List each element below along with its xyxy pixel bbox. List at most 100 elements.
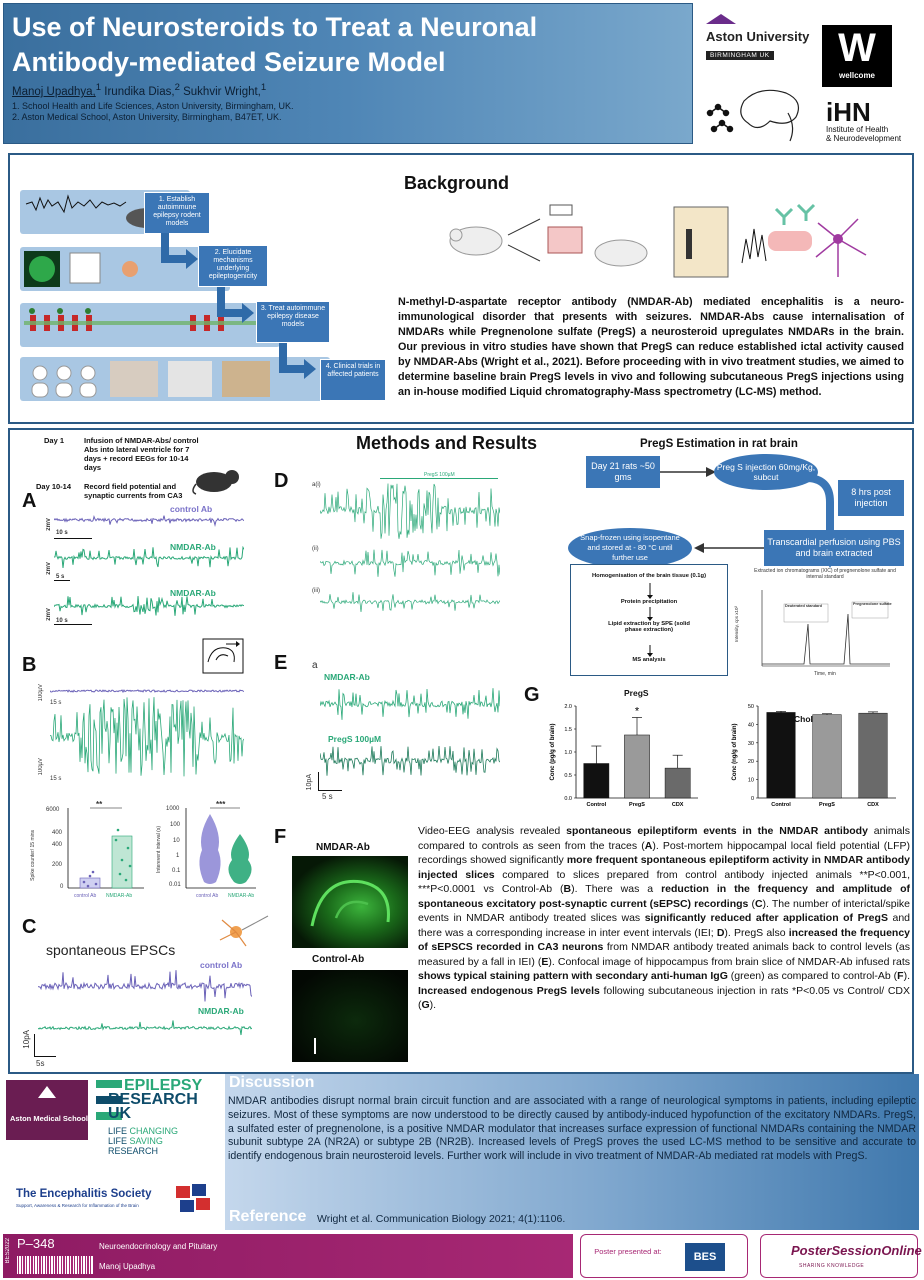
pregs-flow-title: PregS Estimation in rat brain [640, 438, 798, 450]
pso-brand: PosterSessionOnline [791, 1243, 922, 1258]
author-3: Sukhvir Wright, [179, 85, 261, 98]
g-pregs-ytick-label: 1.5 [564, 727, 572, 733]
a-scale3-bar [54, 624, 92, 625]
authors: Manoj Upadhya,1 Irundika Dias,2 Sukhvir … [12, 82, 266, 98]
flow-row-3 [20, 303, 280, 347]
wellcome-letter: W [838, 26, 876, 70]
day10-text: Record field potential and synaptic curr… [84, 482, 183, 500]
proc-arrows-icon [647, 583, 653, 657]
g-chol-xtick-label: CDX [867, 802, 879, 808]
panel-a-letter: A [22, 490, 37, 512]
results-text: Video-EEG analysis revealed spontaneous … [418, 824, 910, 1013]
g-pregs-ytick-label: 2.0 [564, 704, 572, 710]
a-control-trace [54, 514, 244, 527]
reference-text: Wright et al. Communication Biology 2021… [317, 1213, 566, 1225]
results-p13: ). [903, 970, 910, 982]
a-nmdar2-trace [54, 596, 244, 616]
title-line-1: Use of Neurosteroids to Treat a Neuronal [12, 12, 538, 42]
footer-poster-code: P–348 [17, 1236, 55, 1251]
b-ytick1-0: 6000 [46, 807, 60, 813]
epilepsy-1: EPILEPSY [124, 1077, 203, 1094]
author-2: Irundika Dias, [101, 85, 175, 98]
g-pregs-bar-control [583, 763, 610, 799]
proc-step-2: Protein precipitation [620, 599, 678, 605]
e-pregs-trace [320, 745, 500, 776]
d-trace-1 [320, 483, 500, 539]
epilepsy-3: UK [108, 1105, 132, 1122]
flow-step-2: 2. Elucidate mechanisms underlying epile… [198, 245, 268, 287]
b-x2: NMDAR-Ab [106, 893, 133, 899]
b-ytick2-2: 10 [173, 838, 180, 844]
author-2-sup: 2 [174, 82, 180, 93]
results-p14: following subcutaneous injection in rats… [418, 984, 910, 1012]
f-nmdar-label: NMDAR-Ab [316, 842, 370, 853]
c-control-trace [38, 970, 252, 1002]
b-sig2: *** [216, 800, 226, 809]
g-pregs-xtick-label: PregS [629, 802, 645, 808]
e-nmdar-label: NMDAR-Ab [324, 672, 370, 682]
wellcome-text: wellcome [838, 71, 875, 80]
presented-at-box: Poster presented at: BES [580, 1234, 748, 1278]
author-1-sup: 1 [95, 82, 102, 93]
presented-at: Poster presented at: [594, 1247, 662, 1256]
a-scale1-bar [54, 538, 92, 539]
b-ytick2-5: 0.01 [169, 882, 181, 888]
ihn-logo: iHN Institute of Health & Neurodevelopme… [826, 99, 901, 143]
g-chol-bar-control [766, 712, 796, 799]
results-ld: D [716, 926, 725, 939]
d-trace-2 [320, 549, 500, 577]
b-ylabel1: Spike counter/ 15 mins [30, 830, 36, 881]
xic-title: Extracted ion chromatograms (XIC) of pre… [754, 568, 896, 580]
f-scale-bar [314, 1038, 316, 1054]
results-p2: animals compared to controls as seen fro… [418, 825, 910, 852]
g-chol-ytick-label: 30 [748, 741, 754, 747]
d-pregs-label: PregS 100µM [424, 472, 455, 478]
c-nmdar-trace [38, 1020, 252, 1036]
pso-box[interactable]: PosterSessionOnline SHARING KNOWLEDGE [760, 1234, 922, 1278]
b-scale1-t: 15 s [50, 700, 62, 706]
epilepsy-2: RESEARCH [108, 1091, 198, 1108]
results-p11: ). Confocal image of hippocampus from br… [548, 955, 910, 968]
b-scale1-v: 100µV [38, 684, 44, 702]
panel-e-letter: E [274, 652, 288, 674]
methods-title: Methods and Results [356, 433, 538, 453]
g-pregs-bar-cdx [664, 767, 691, 799]
f-hippocampus-icon [310, 879, 390, 927]
g-chol-ytick-label: 50 [748, 704, 754, 710]
e-scale-v: 10pA [306, 774, 313, 791]
d-trace1-label: a(i) [312, 482, 321, 488]
footer-session-bar: BES2022 P–348 Neuroendocrinology and Pit… [3, 1234, 573, 1278]
e-sub-label: a [312, 660, 318, 671]
results-lb: B [563, 883, 572, 895]
results-b1: spontaneous epileptiform events in the N… [566, 825, 868, 837]
b-scale2-v: 100µV [38, 758, 44, 776]
b-control-trace [50, 689, 244, 694]
f-control-label: Control-Ab [312, 954, 365, 965]
day1-label: Day 1 [44, 436, 65, 445]
ams-mark-icon [38, 1086, 56, 1098]
results-p15: ). [429, 999, 437, 1011]
d-trace3-label: (iii) [312, 588, 320, 594]
g-pregs-ytick-label: 0.5 [564, 773, 572, 779]
flow-arrow-1-icon [161, 233, 198, 269]
author-3-sup: 1 [260, 82, 267, 93]
a-nmdar2-label: NMDAR-Ab [170, 588, 216, 598]
e-pregs-label: PregS 100µM [328, 734, 382, 744]
footer-session: Neuroendocrinology and Pituitary [99, 1242, 218, 1251]
flow-row-2 [20, 247, 230, 291]
experiment-illustration [449, 203, 867, 278]
footer-year: BES2022 [5, 1238, 11, 1264]
affiliation-1: 1. School Health and Life Sciences, Asto… [12, 101, 294, 111]
g-pregs-title: PregS [624, 688, 649, 698]
a-scale3-v: 2mV [46, 608, 52, 621]
g-chol-ytick-label: 10 [748, 778, 754, 784]
a-scale2-bar [54, 580, 70, 581]
xic-xlabel: Time, min [814, 671, 836, 677]
b-ytick1-3: 200 [52, 862, 63, 868]
a-scale2-v: 2mV [46, 562, 52, 575]
results-p8: and there was a corresponding increase i… [418, 912, 911, 939]
e-scale-hbar [318, 790, 342, 791]
g-pregs-xtick-label: Control [587, 802, 607, 808]
e-nmdar-trace [320, 688, 500, 720]
